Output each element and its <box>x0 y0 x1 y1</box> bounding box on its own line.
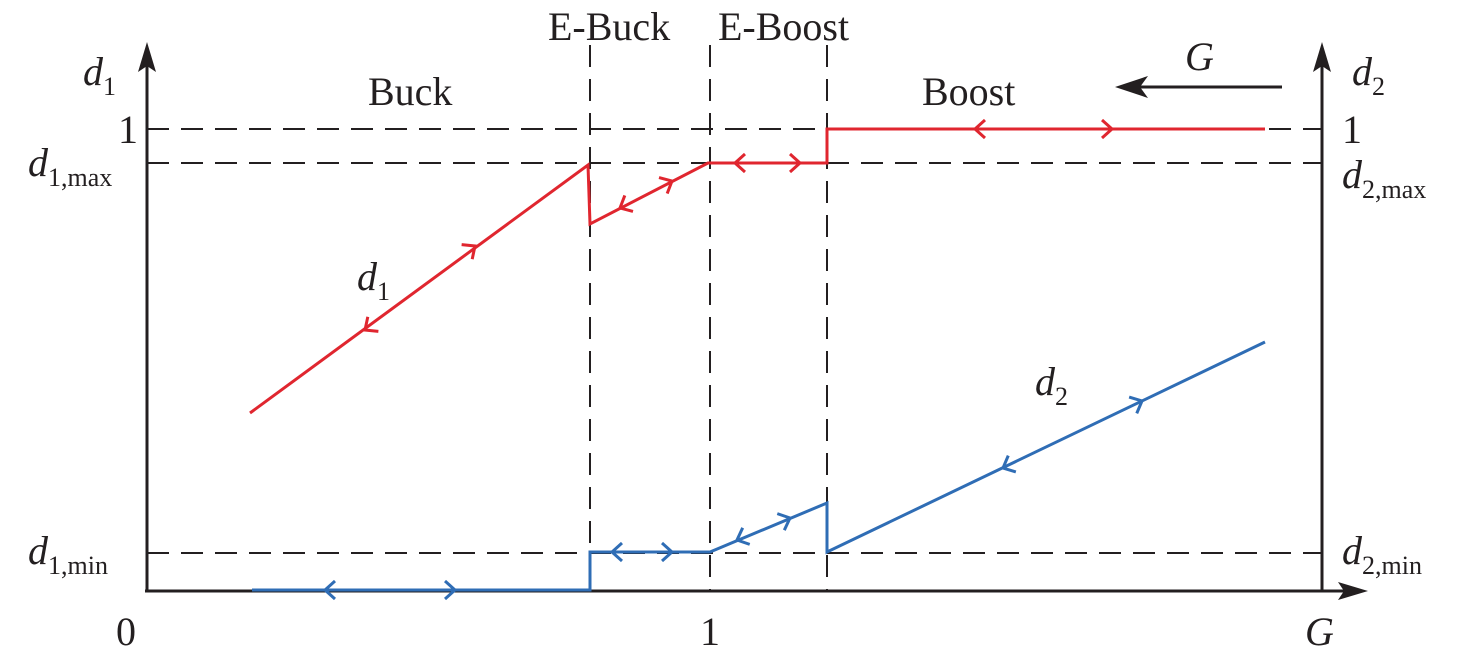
left-axis-arrowhead <box>138 42 156 72</box>
region-e-boost: E-Boost <box>718 4 849 49</box>
region-buck: Buck <box>368 69 452 114</box>
d1-curve-label: d1 <box>357 254 390 306</box>
direction-chevron-icon <box>972 118 987 140</box>
right-axis-arrowhead <box>1313 42 1331 72</box>
x-tick-0: 0 <box>116 609 136 654</box>
left-axis-label: d1 <box>83 49 116 101</box>
direction-chevron-icon <box>609 541 624 563</box>
guide-lines <box>147 45 1322 590</box>
right-level-d2max: d2,max <box>1342 152 1426 204</box>
axes <box>138 42 1368 600</box>
direction-chevron-icon <box>322 579 337 601</box>
direction-chevron-icon <box>618 194 634 213</box>
direction-chevron-icon <box>363 316 379 333</box>
region-boost: Boost <box>922 69 1015 114</box>
direction-chevron-icon <box>734 527 751 546</box>
direction-chevron-icon <box>660 541 675 563</box>
d2-curve <box>252 340 1266 592</box>
direction-chevrons <box>322 118 1145 601</box>
right-level-1: 1 <box>1342 107 1362 152</box>
right-axis-label: d2 <box>1352 49 1385 101</box>
direction-chevron-icon <box>461 243 477 260</box>
direction-chevron-icon <box>443 579 458 601</box>
left-level-d1max: d1,max <box>28 140 112 192</box>
direction-chevron-icon <box>732 152 747 174</box>
direction-chevron-icon <box>1000 455 1017 474</box>
x-axis-arrowhead <box>1338 582 1368 600</box>
left-level-1: 1 <box>118 107 138 152</box>
direction-chevron-icon <box>776 512 793 531</box>
right-level-d2min: d2,min <box>1342 528 1422 580</box>
direction-chevron-icon <box>1100 118 1115 140</box>
direction-chevron-icon <box>788 152 803 174</box>
direction-chevron-icon <box>1128 395 1145 414</box>
left-level-d1min: d1,min <box>28 528 108 580</box>
region-e-buck: E-Buck <box>548 4 670 49</box>
d2-curve-label: d2 <box>1035 359 1068 411</box>
g-direction-arrowhead <box>1115 76 1148 98</box>
x-tick-1: 1 <box>700 609 720 654</box>
g-direction-label: G <box>1185 34 1214 79</box>
x-axis-label: G <box>1305 609 1334 654</box>
direction-chevron-icon <box>658 176 674 195</box>
d1-curve <box>249 127 1265 415</box>
